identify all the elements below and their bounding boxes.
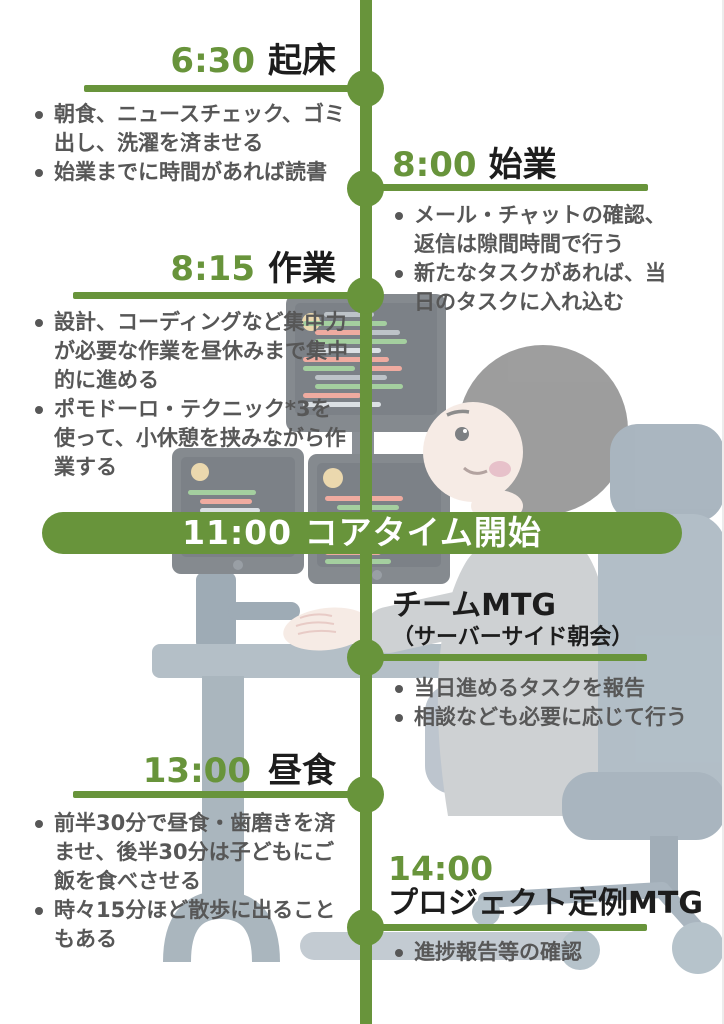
- bullet-item: メール・チャットの確認、返信は隙間時間で行う: [388, 201, 676, 259]
- person: [283, 345, 628, 816]
- core-time-banner: 11:00 コアタイム開始: [42, 512, 682, 554]
- bullet-item: 朝食、ニュースチェック、ゴミ出し、洗濯を済ませる: [28, 100, 348, 158]
- event-time: 8:15: [170, 249, 255, 289]
- page-right-edge: [722, 0, 724, 1024]
- timeline-branch: [84, 85, 366, 92]
- event-time: 14:00: [388, 849, 494, 888]
- event-title: 昼食: [268, 751, 336, 791]
- event-heading-focus-work: 8:15 作業: [170, 249, 336, 289]
- bullet-item: 進捗報告等の確認: [388, 938, 692, 967]
- timeline-node: [347, 170, 384, 207]
- eyebrow: [446, 409, 470, 417]
- event-bullets: 朝食、ニュースチェック、ゴミ出し、洗濯を済ませる 始業までに時間があれば読書: [28, 100, 348, 187]
- timeline-node: [347, 776, 384, 813]
- event-time: 8:00: [392, 145, 477, 185]
- timeline-node: [347, 70, 384, 107]
- bullet-item: 始業までに時間があれば読書: [28, 158, 348, 187]
- event-heading-project-mtg: 14:00 プロジェクト定例MTG: [388, 849, 703, 922]
- event-bullets: 当日進めるタスクを報告 相談なども必要に応じて行う: [388, 674, 692, 732]
- timeline-branch: [366, 654, 647, 661]
- event-title: 作業: [268, 249, 336, 289]
- event-subtitle: （サーバーサイド朝会）: [392, 625, 634, 651]
- event-title: 始業: [488, 145, 557, 185]
- event-time: 6:30: [170, 41, 255, 81]
- timeline-node: [347, 639, 384, 676]
- event-title: プロジェクト定例MTG: [388, 886, 703, 922]
- event-heading-work-start: 8:00 始業: [392, 145, 557, 185]
- face: [423, 402, 523, 502]
- event-title: 起床: [268, 41, 336, 81]
- bullet-item: 相談なども必要に応じて行う: [388, 703, 692, 732]
- event-bullets: 前半30分で昼食・歯磨きを済ませ、後半30分は子どもにご飯を食べさせる 時々15…: [28, 809, 338, 954]
- timeline-branch: [73, 791, 366, 798]
- timeline-branch: [366, 924, 647, 931]
- timeline-node: [347, 277, 384, 314]
- event-time: 13:00: [142, 751, 251, 791]
- bullet-item: 設計、コーディングなど集中力が必要な作業を昼休みまで集中的に進める: [28, 308, 348, 395]
- smile: [462, 466, 488, 475]
- timeline-branch: [73, 292, 366, 299]
- event-bullets: 設計、コーディングなど集中力が必要な作業を昼休みまで集中的に進める ポモドーロ・…: [28, 308, 348, 482]
- timeline-branch: [366, 184, 648, 191]
- eye: [455, 427, 469, 441]
- event-heading-wakeup: 6:30 起床: [170, 41, 336, 81]
- event-bullets: メール・チャットの確認、返信は隙間時間で行う 新たなタスクがあれば、当日のタスク…: [388, 201, 676, 317]
- office-chair: [300, 424, 724, 974]
- bullet-item: 前半30分で昼食・歯磨きを済ませ、後半30分は子どもにご飯を食べさせる: [28, 809, 338, 896]
- bullet-item: ポモドーロ・テクニック*3を使って、小休憩を挟みながら作業する: [28, 395, 348, 482]
- timeline-node: [347, 909, 384, 946]
- event-title: チームMTG: [392, 588, 557, 623]
- bullet-item: 時々15分ほど散歩に出ることもある: [28, 896, 338, 954]
- bullet-item: 新たなタスクがあれば、当日のタスクに入れ込む: [388, 259, 676, 317]
- event-heading-lunch: 13:00 昼食: [143, 751, 336, 791]
- event-bullets: 進捗報告等の確認: [388, 938, 692, 967]
- blush: [489, 461, 511, 477]
- event-heading-team-mtg: チームMTG （サーバーサイド朝会）: [392, 588, 633, 652]
- bullet-item: 当日進めるタスクを報告: [388, 674, 692, 703]
